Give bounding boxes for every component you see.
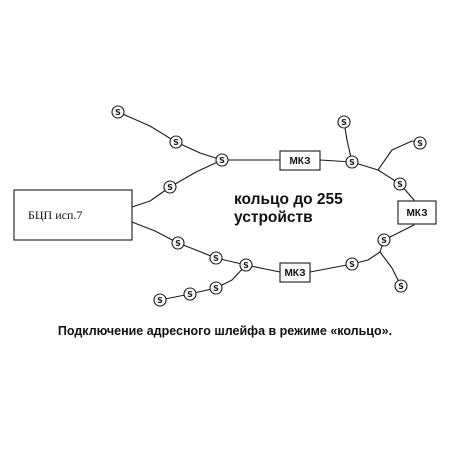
detector-4: S: [163, 180, 177, 194]
detector-symbol: S: [173, 138, 179, 147]
detector-2: S: [169, 135, 183, 149]
wire-lower-left-stub: [159, 264, 247, 301]
ring-capacity-line2: устройств: [234, 209, 313, 226]
detector-12: S: [239, 258, 253, 272]
mkz-label-top: МКЗ: [289, 156, 310, 167]
detector-symbol: S: [341, 118, 347, 127]
detector-symbol: S: [213, 254, 219, 263]
detector-10: S: [345, 257, 359, 271]
detector-9: S: [377, 233, 391, 247]
detector-14: S: [171, 236, 185, 250]
detector-symbol: S: [381, 236, 387, 245]
detector-symbol: S: [397, 180, 403, 189]
wire-top-branch: [117, 111, 223, 161]
mkz-module-top: МКЗ: [279, 150, 321, 171]
detector-symbol: S: [219, 156, 225, 165]
detector-3: S: [215, 153, 229, 167]
detector-6: S: [345, 155, 359, 169]
detector-1: S: [111, 105, 125, 119]
mkz-module-bottom: МКЗ: [279, 262, 311, 283]
wire-lower-ring: [131, 221, 281, 273]
detector-16: S: [183, 287, 197, 301]
detector-symbol: S: [167, 183, 173, 192]
detector-symbol: S: [349, 260, 355, 269]
detector-11: S: [394, 279, 408, 293]
detector-symbol: S: [187, 290, 193, 299]
detector-symbol: S: [243, 261, 249, 270]
wire-right-low-stub: [379, 251, 402, 287]
mkz-module-right: МКЗ: [397, 200, 437, 225]
controller-bcp: БЦП исп.7: [13, 189, 133, 241]
detector-symbol: S: [398, 282, 404, 291]
detector-symbol: S: [417, 139, 423, 148]
controller-label: БЦП исп.7: [28, 208, 82, 222]
detector-13: S: [209, 251, 223, 265]
detector-5: S: [337, 115, 351, 129]
detector-8: S: [393, 177, 407, 191]
detector-symbol: S: [349, 158, 355, 167]
mkz-label-bottom: МКЗ: [284, 268, 305, 279]
detector-symbol: S: [157, 296, 163, 305]
detector-symbol: S: [213, 284, 219, 293]
wire-bcp-upper: [131, 159, 223, 208]
detector-15: S: [209, 281, 223, 295]
mkz-label-right: МКЗ: [406, 208, 427, 219]
detector-symbol: S: [175, 239, 181, 248]
detector-7: S: [413, 136, 427, 150]
loop-wiring: [117, 111, 421, 301]
diagram-caption: Подключение адресного шлейфа в режиме «к…: [57, 324, 393, 338]
wire-right-side: [309, 224, 415, 273]
ring-capacity-line1: кольцо до 255: [234, 191, 343, 208]
detector-17: S: [153, 293, 167, 307]
detector-symbol: S: [115, 108, 121, 117]
